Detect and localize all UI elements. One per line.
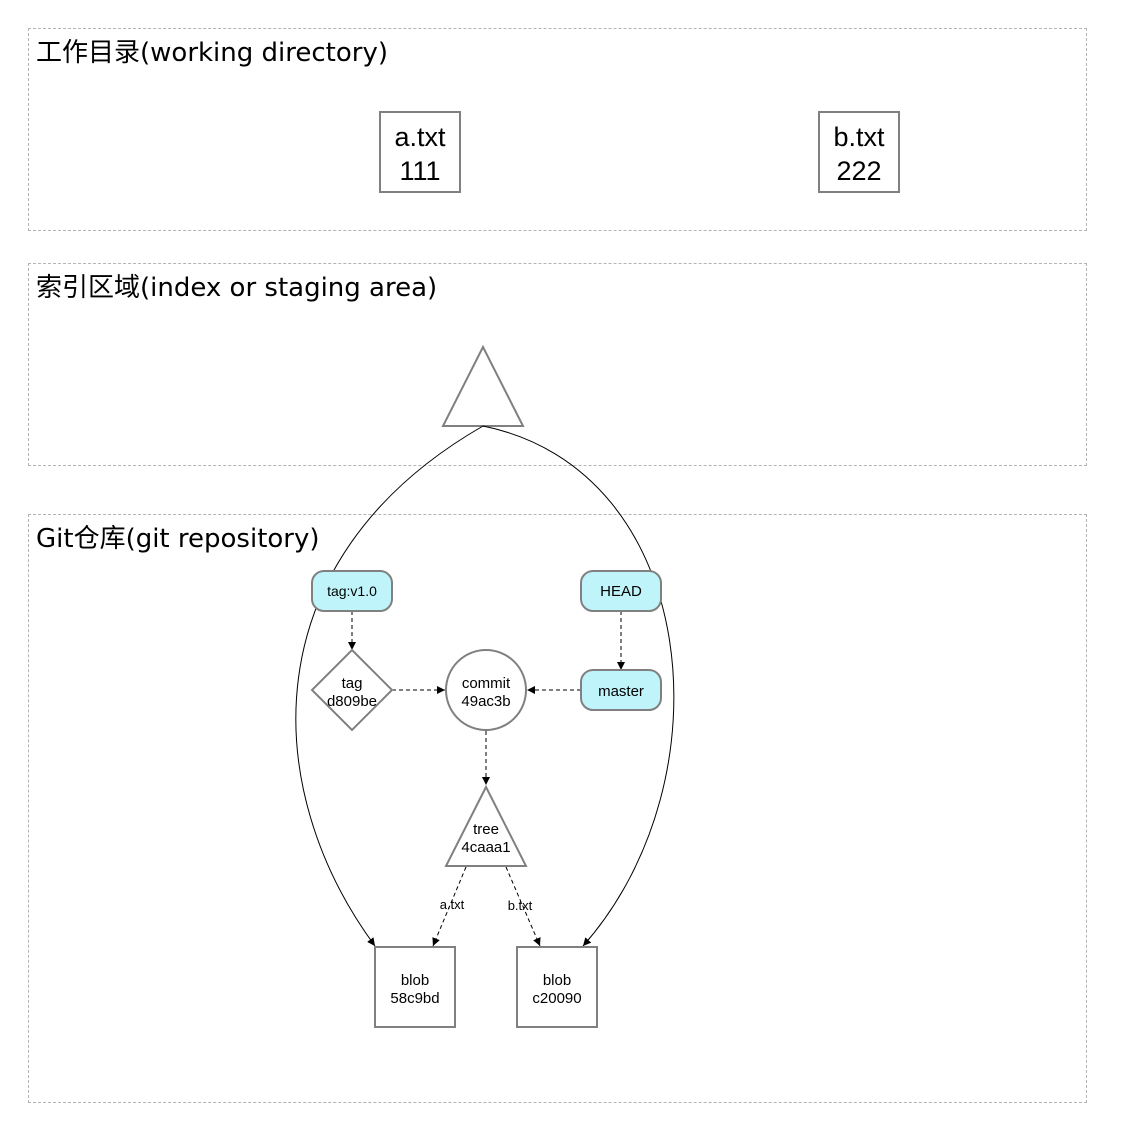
working-file-a: a.txt 111 xyxy=(379,111,461,193)
tree-hash: 4caaa1 xyxy=(461,839,510,856)
tree-type: tree xyxy=(473,821,499,838)
blob-a-type: blob xyxy=(401,972,429,989)
working-file-b: b.txt 222 xyxy=(818,111,900,193)
edge-label-a-txt: a.txt xyxy=(440,897,465,912)
tag-object-hash: d809be xyxy=(327,693,377,710)
index-tree-triangle xyxy=(441,344,525,427)
master-ref-node: master xyxy=(580,669,662,711)
tag-ref-label: tag:v1.0 xyxy=(327,583,377,599)
working-file-b-content: 222 xyxy=(836,156,881,186)
blob-b-type: blob xyxy=(543,972,571,989)
index-to-blob-a-edge xyxy=(295,425,484,947)
index-section: 索引区域(index or staging area) xyxy=(28,263,1087,466)
head-ref-label: HEAD xyxy=(600,583,642,600)
commit-node: commit 49ac3b xyxy=(445,649,527,731)
commit-hash: 49ac3b xyxy=(461,693,510,710)
working-file-a-name: a.txt xyxy=(394,122,446,152)
blob-b-node: blob c20090 xyxy=(516,946,598,1028)
tree-to-blob-b-edge xyxy=(505,866,541,947)
commit-type: commit xyxy=(462,675,511,692)
working-directory-section: 工作目录(working directory) xyxy=(28,28,1087,231)
tag-object-node: tag d809be xyxy=(310,648,394,732)
edge-label-b-txt: b.txt xyxy=(508,898,533,913)
working-directory-title: 工作目录(working directory) xyxy=(36,38,388,68)
tree-node: tree 4caaa1 xyxy=(444,784,528,867)
index-to-blob-b-edge xyxy=(482,425,675,947)
index-title: 索引区域(index or staging area) xyxy=(36,273,438,303)
working-file-a-content: 111 xyxy=(399,156,440,186)
tree-to-blob-a-edge xyxy=(432,866,467,947)
working-file-b-name: b.txt xyxy=(833,122,885,152)
tag-ref-node: tag:v1.0 xyxy=(311,570,393,612)
blob-b-hash: c20090 xyxy=(532,990,581,1007)
blob-a-node: blob 58c9bd xyxy=(374,946,456,1028)
repository-title: Git仓库(git repository) xyxy=(36,524,320,554)
repository-section: Git仓库(git repository) xyxy=(28,514,1087,1103)
blob-a-hash: 58c9bd xyxy=(390,990,439,1007)
master-ref-label: master xyxy=(598,683,644,700)
tag-object-type: tag xyxy=(342,675,363,692)
head-ref-node: HEAD xyxy=(580,570,662,612)
